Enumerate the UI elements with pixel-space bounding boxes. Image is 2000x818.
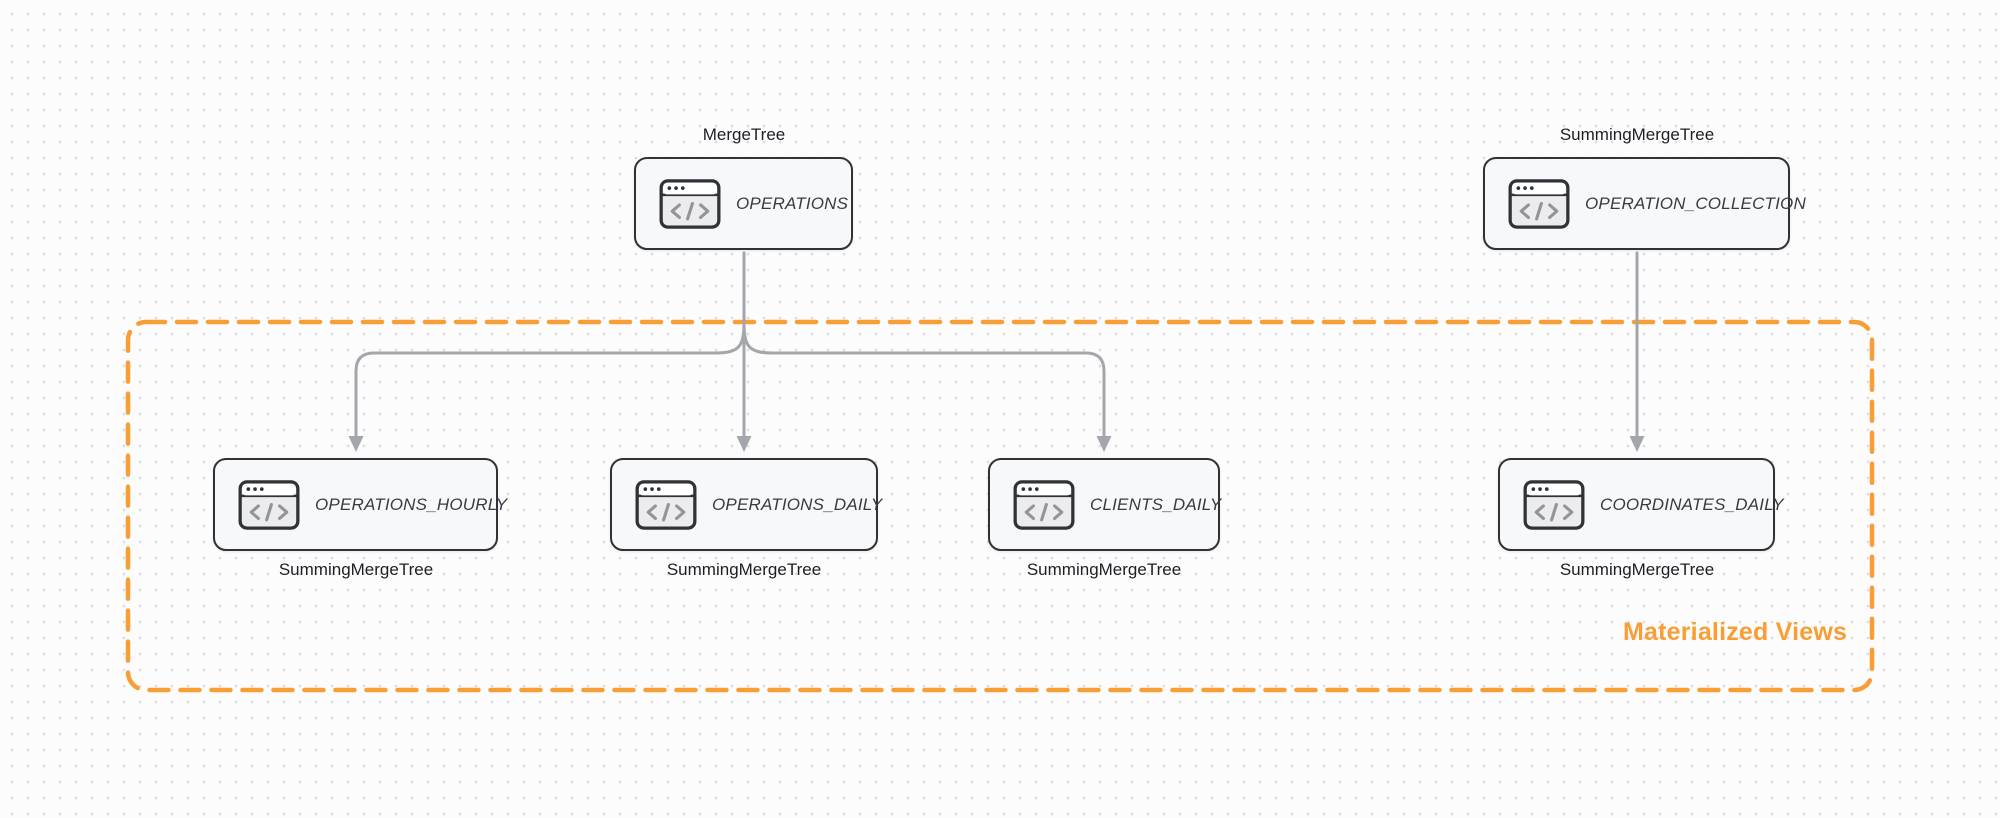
node-label: COORDINATES_DAILY: [1600, 494, 1784, 514]
node-coordinates-daily[interactable]: COORDINATES_DAILY: [1498, 458, 1784, 551]
engine-label-coordinates-daily: SummingMergeTree: [1559, 560, 1715, 579]
node-operation-collection[interactable]: OPERATION_COLLECTION: [1483, 157, 1806, 250]
node-label: OPERATIONS: [736, 193, 849, 213]
code-window-icon: [1013, 479, 1075, 530]
code-window-icon: [635, 479, 697, 530]
edge-operations-to-operations-hourly: [354, 251, 746, 440]
code-window-icon: [238, 479, 300, 530]
arrowhead-clients-daily: [1096, 436, 1112, 452]
node-clients-daily[interactable]: CLIENTS_DAILY: [988, 458, 1222, 551]
arrowhead-operations-daily: [736, 436, 752, 452]
code-window-icon: [1508, 178, 1570, 229]
arrowhead-coordinates-daily: [1629, 436, 1645, 452]
engine-label-clients-daily: SummingMergeTree: [1026, 560, 1182, 579]
materialized-views-label: Materialized Views: [1623, 618, 1848, 646]
edge-operations-to-clients-daily: [742, 251, 1106, 440]
node-label: OPERATION_COLLECTION: [1585, 193, 1806, 213]
engine-label-operation-collection: SummingMergeTree: [1559, 125, 1715, 144]
engine-label-operations-hourly: SummingMergeTree: [278, 560, 434, 579]
code-window-icon: [659, 178, 721, 229]
node-operations[interactable]: OPERATIONS: [634, 157, 853, 250]
arrowhead-operations-hourly: [348, 436, 364, 452]
node-operations-daily[interactable]: OPERATIONS_DAILY: [610, 458, 882, 551]
node-operations-hourly[interactable]: OPERATIONS_HOURLY: [213, 458, 507, 551]
node-label: CLIENTS_DAILY: [1090, 494, 1222, 514]
node-label: OPERATIONS_HOURLY: [315, 494, 508, 514]
engine-label-operations-daily: SummingMergeTree: [666, 560, 822, 579]
node-label: OPERATIONS_DAILY: [712, 494, 883, 514]
engine-label-operations: MergeTree: [702, 125, 786, 144]
code-window-icon: [1523, 479, 1585, 530]
